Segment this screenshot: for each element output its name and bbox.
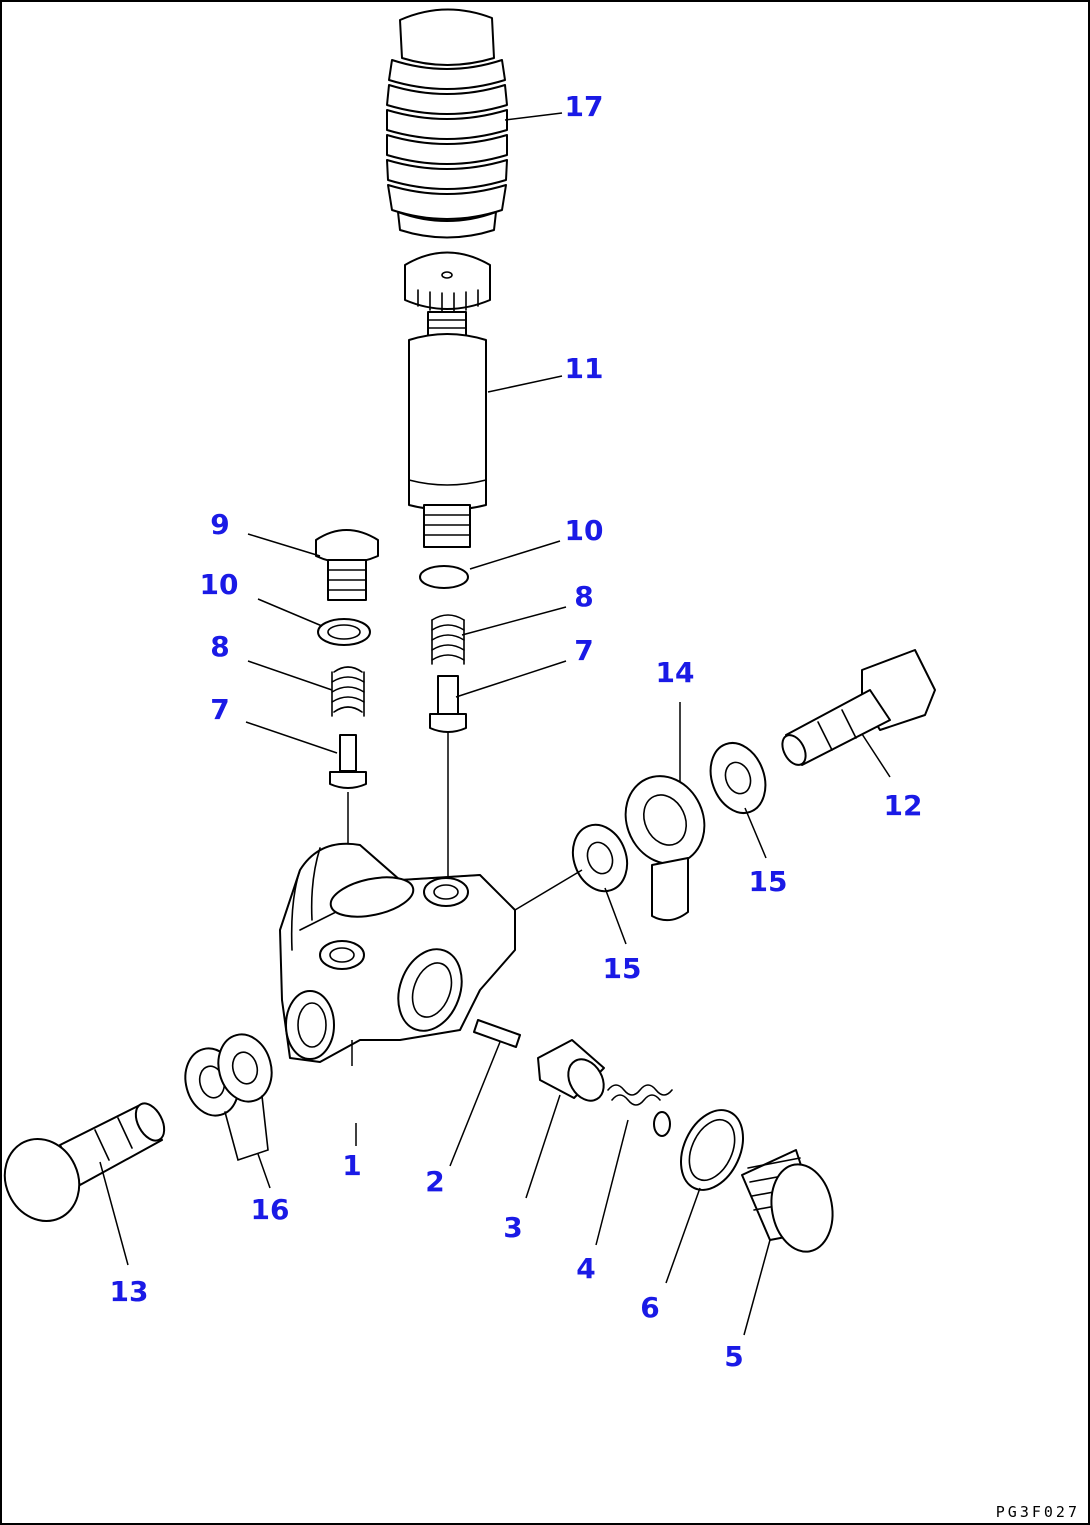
callout-8-left: 8 (210, 630, 229, 663)
part-13-banjo-bolt (3, 1102, 166, 1222)
part-2-pin (473, 1019, 521, 1048)
part-15-washer-upper-hole (724, 761, 752, 795)
callout-15-lower: 15 (603, 952, 642, 985)
callout-3: 3 (503, 1211, 522, 1244)
part-3-piston (537, 1039, 605, 1102)
callout-6: 6 (640, 1291, 659, 1324)
callout-labels: 17 11 10 8 7 9 10 8 7 14 12 15 15 1 2 3 … (110, 90, 923, 1373)
part-8-spring-left (331, 666, 365, 717)
part-15-washer-lower (571, 823, 629, 893)
callout-7-left: 7 (210, 693, 229, 726)
part-5-plug (741, 1149, 834, 1253)
part-14-banjo-fitting (624, 775, 706, 922)
part-10-washer-left (317, 618, 371, 646)
callout-10-left: 10 (200, 568, 239, 601)
drawing-code: PG3F027 (996, 1503, 1080, 1521)
part-15-washer-lower-hole (586, 841, 614, 875)
part-12-eye-bolt (781, 649, 936, 766)
callout-14: 14 (656, 656, 695, 689)
callout-4: 4 (576, 1252, 595, 1285)
part-4-spring (607, 1084, 673, 1106)
callout-15-upper: 15 (749, 865, 788, 898)
part-7-valve-left (329, 734, 367, 789)
part-11-priming-pump (404, 251, 491, 548)
callout-2: 2 (425, 1165, 444, 1198)
callout-8-right: 8 (574, 580, 593, 613)
part-9-plug (315, 529, 379, 601)
callout-9: 9 (210, 508, 229, 541)
part-16-gasket-pair (184, 1033, 273, 1162)
callout-5: 5 (724, 1340, 743, 1373)
part-7-valve-right (429, 675, 467, 733)
callout-12: 12 (884, 789, 923, 822)
part-8-spring-right (431, 614, 465, 665)
part-6-gasket (680, 1109, 744, 1191)
part-1-pump-body (279, 842, 516, 1063)
callout-10-right: 10 (565, 514, 604, 547)
part-17-bellows (386, 8, 508, 239)
part-4-spring-end (653, 1111, 671, 1137)
callout-17: 17 (565, 90, 604, 123)
callout-16: 16 (251, 1193, 290, 1226)
part-10-washer-left-hole (327, 624, 361, 640)
part-15-washer-upper (709, 742, 767, 814)
part-10-washer-right (419, 565, 469, 589)
callout-1: 1 (342, 1149, 361, 1182)
part-6-gasket-inner (688, 1118, 736, 1182)
leader-lines (99, 112, 891, 1336)
callout-11: 11 (565, 352, 604, 385)
callout-7-right: 7 (574, 634, 593, 667)
callout-13: 13 (110, 1275, 149, 1308)
